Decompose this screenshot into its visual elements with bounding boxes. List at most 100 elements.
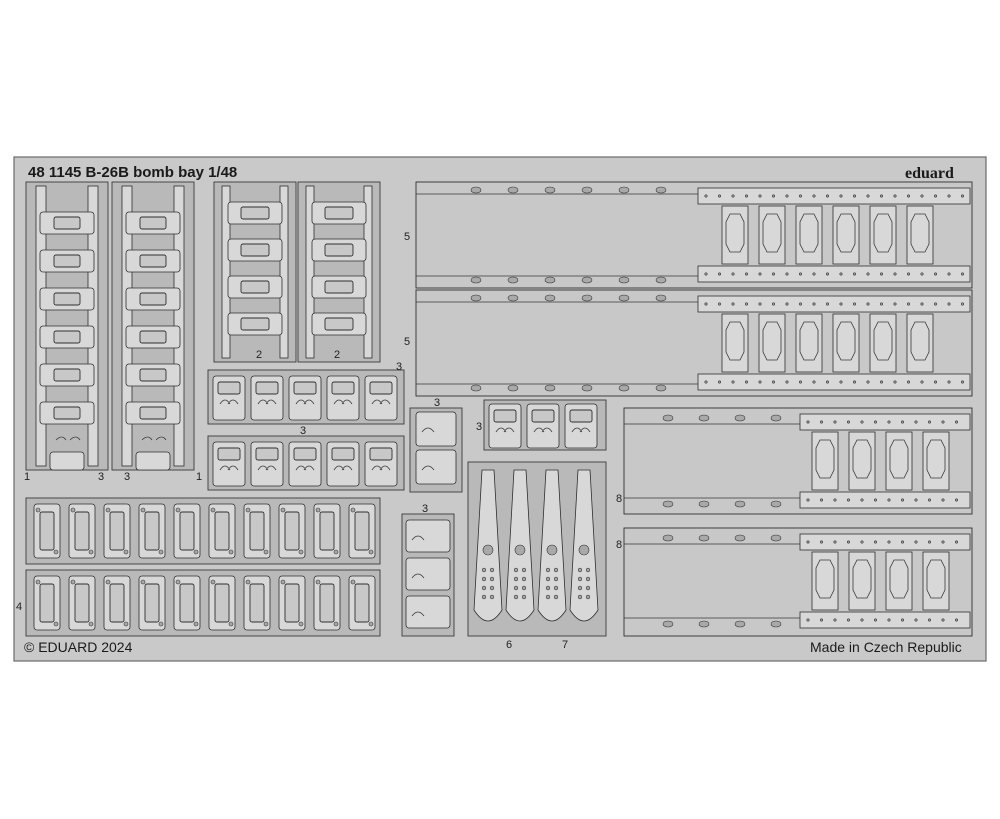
- rivet: [927, 420, 931, 424]
- latch-hook: [295, 399, 315, 405]
- clip-hole: [70, 507, 76, 513]
- shackle-plate: [53, 330, 81, 344]
- fin-hole: [481, 585, 487, 591]
- shackle-plate: [53, 254, 81, 268]
- shackle-plate: [240, 280, 270, 294]
- hook-base: [135, 451, 171, 471]
- clip-hole: [350, 579, 356, 585]
- fin-hole: [577, 567, 583, 573]
- rivet: [806, 540, 810, 544]
- rivet: [717, 194, 721, 198]
- rivet: [819, 498, 823, 502]
- fin-hole: [577, 594, 583, 600]
- rivet: [900, 498, 904, 502]
- mount-tab: [618, 276, 630, 284]
- part-label-6: 6: [506, 639, 512, 651]
- mount-tab: [618, 186, 630, 194]
- rivet: [947, 272, 951, 276]
- mount-tab: [770, 500, 782, 508]
- rivet: [893, 302, 897, 306]
- fin-hole: [585, 585, 591, 591]
- mount-tab: [507, 294, 519, 302]
- clip-plate: [109, 511, 125, 551]
- clip-hole: [123, 621, 129, 627]
- clip-hole: [228, 549, 234, 555]
- rivet: [833, 618, 837, 622]
- shackle-plate: [53, 406, 81, 420]
- part-label-4: 4: [16, 601, 22, 613]
- latch-cell: [405, 595, 451, 629]
- part-label-3-a: 3: [98, 471, 104, 483]
- shackle-plate: [139, 330, 167, 344]
- clip-plate: [214, 583, 230, 623]
- rivet: [833, 498, 837, 502]
- rivet: [846, 540, 850, 544]
- fin-hole: [513, 594, 519, 600]
- rivet: [798, 272, 802, 276]
- bay-cutout: [762, 213, 782, 253]
- clip-hole: [140, 579, 146, 585]
- rivet: [717, 380, 721, 384]
- rail: [221, 185, 231, 359]
- rivet: [771, 380, 775, 384]
- fin-hole: [553, 567, 559, 573]
- rivet: [887, 420, 891, 424]
- fin-hole: [521, 594, 527, 600]
- latch-hook: [371, 399, 391, 405]
- part-1-group: [25, 181, 195, 471]
- part-6-7-group: [467, 461, 607, 637]
- clip-hole: [333, 621, 339, 627]
- clip-plate: [284, 583, 300, 623]
- rivet: [798, 380, 802, 384]
- latch-hook: [219, 399, 239, 405]
- rivet: [866, 302, 870, 306]
- bay-cutout: [762, 321, 782, 361]
- rivet: [933, 302, 937, 306]
- fin-hole: [553, 585, 559, 591]
- rivet: [873, 618, 877, 622]
- clip-plate: [319, 511, 335, 551]
- fin-hole: [514, 544, 526, 556]
- fin-hole: [546, 544, 558, 556]
- clip-hole: [245, 507, 251, 513]
- latch-plate: [331, 447, 355, 461]
- clip-hole: [53, 549, 59, 555]
- mount-tab: [470, 276, 482, 284]
- rivet: [825, 194, 829, 198]
- rivet: [785, 194, 789, 198]
- latch-hook: [257, 465, 277, 471]
- bay-cutout: [873, 321, 893, 361]
- fin-hole: [545, 594, 551, 600]
- clip-hole: [350, 507, 356, 513]
- rivet-strip: [799, 611, 971, 629]
- part-3-group: [207, 369, 607, 637]
- clip-hole: [263, 621, 269, 627]
- latch-cell: [405, 557, 451, 591]
- rivet-strip: [799, 491, 971, 509]
- rivet: [920, 380, 924, 384]
- clip-plate: [74, 583, 90, 623]
- fin-hole: [585, 594, 591, 600]
- shackle-plate: [139, 292, 167, 306]
- bay-cutout: [725, 213, 745, 253]
- fin-hole: [521, 576, 527, 582]
- fin-hole: [553, 576, 559, 582]
- rivet: [812, 194, 816, 198]
- latch-plate: [293, 447, 317, 461]
- rivet: [744, 380, 748, 384]
- rivet: [744, 302, 748, 306]
- fin-hole: [545, 567, 551, 573]
- rivet: [900, 420, 904, 424]
- part-2-shackle-rows: [221, 185, 373, 359]
- bay-cutout: [910, 213, 930, 253]
- rivet: [785, 272, 789, 276]
- latch-hook: [257, 399, 277, 405]
- latch-cell: [405, 519, 451, 553]
- bay-cutout: [836, 213, 856, 253]
- mount-tab: [618, 384, 630, 392]
- clip-hole: [315, 507, 321, 513]
- part-5-group: [415, 181, 973, 397]
- rivet: [893, 272, 897, 276]
- part-label-1-left: 1: [24, 471, 30, 483]
- rivet: [812, 380, 816, 384]
